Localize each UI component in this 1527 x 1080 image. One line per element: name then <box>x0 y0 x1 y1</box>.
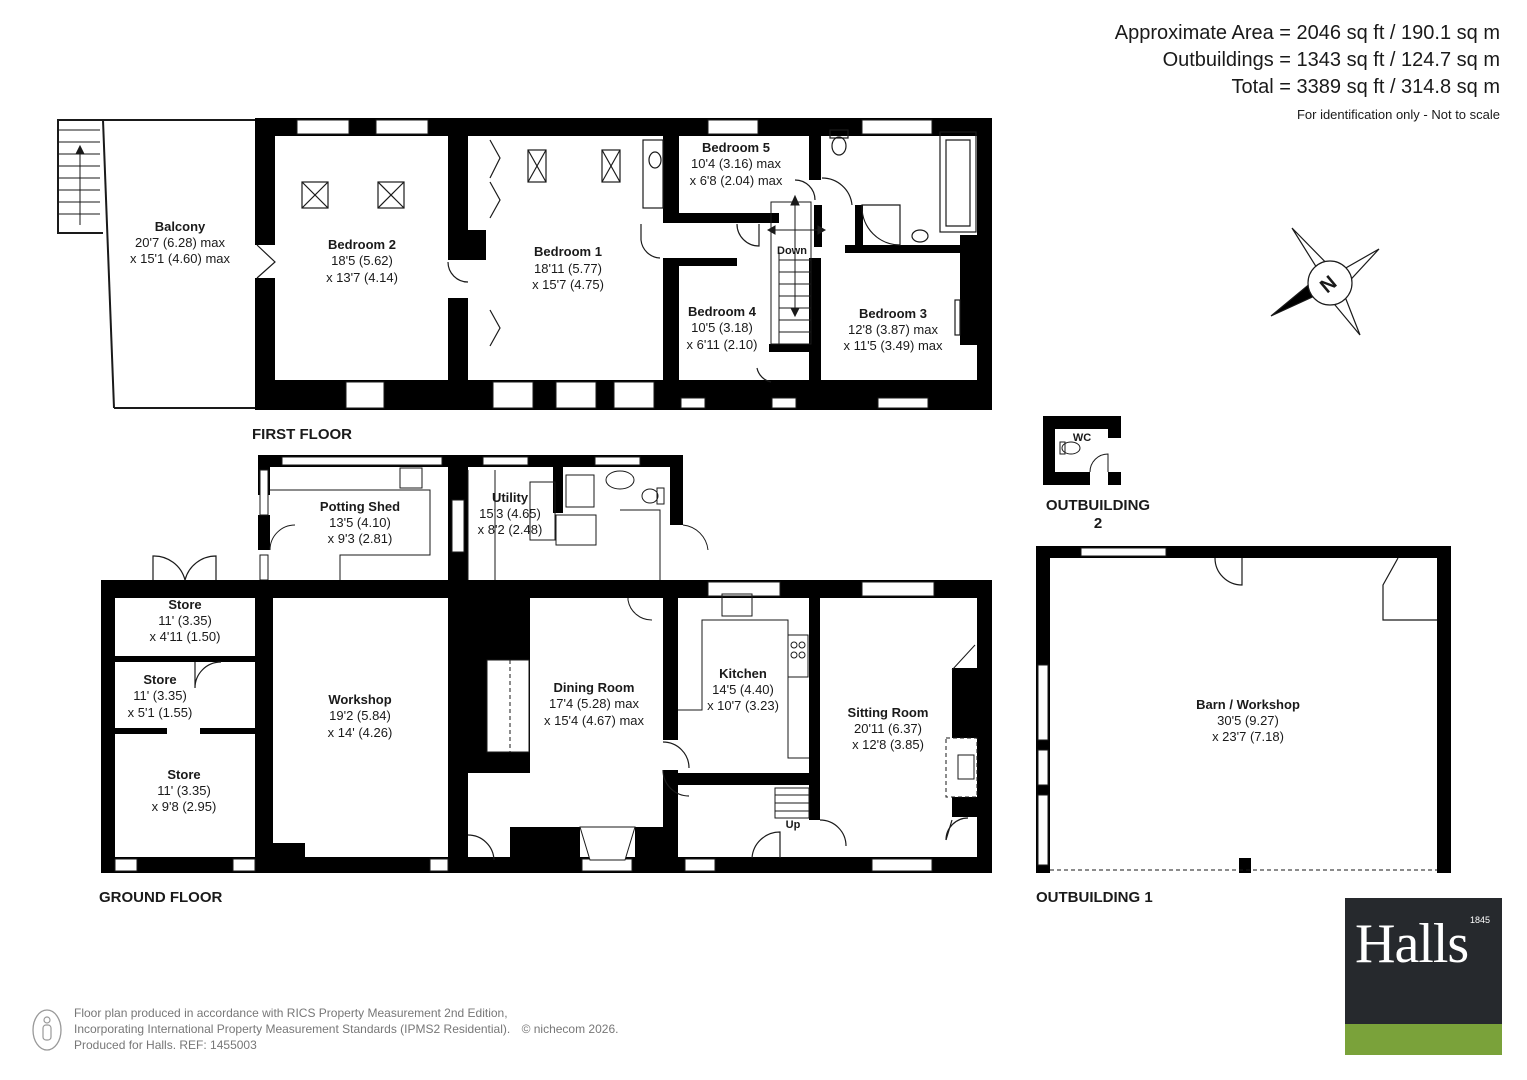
identification-note: For identification only - Not to scale <box>1296 107 1500 122</box>
room-name-store-2: Store <box>143 672 176 687</box>
internal-stairs <box>766 194 827 345</box>
room-dim-bedroom-3-1: 12'8 (3.87) max <box>848 322 938 337</box>
room-dim-store-3-2: x 9'8 (2.95) <box>152 799 217 814</box>
stairs-up-label: Up <box>786 819 801 831</box>
room-dim-store-3-1: 11' (3.35) <box>157 783 211 798</box>
room-dim-kitchen-1: 14'5 (4.40) <box>712 682 774 697</box>
room-dim-kitchen-2: x 10'7 (3.23) <box>707 698 779 713</box>
room-name-balcony: Balcony <box>155 219 206 234</box>
room-name-kitchen: Kitchen <box>719 666 767 681</box>
balcony-area <box>57 119 255 409</box>
ground-floor-plan <box>101 455 992 873</box>
floor-label-outbuilding-2-number: 2 <box>1094 515 1102 532</box>
room-name-bedroom-4: Bedroom 4 <box>688 304 757 319</box>
room-dim-bedroom-3-2: x 11'5 (3.49) max <box>843 338 943 353</box>
stairs-down-label: Down <box>777 245 807 257</box>
room-dim-barn-2: x 23'7 (7.18) <box>1212 729 1284 744</box>
room-dim-dining-1: 17'4 (5.28) max <box>549 696 639 711</box>
room-dim-potting-1: 13'5 (4.10) <box>329 515 391 530</box>
person-icon <box>32 1009 62 1051</box>
room-name-sitting-room: Sitting Room <box>848 705 929 720</box>
room-name-wc: WC <box>1073 432 1091 444</box>
room-dim-balcony-1: 20'7 (6.28) max <box>135 235 225 250</box>
balcony-stairs <box>58 129 100 225</box>
annex-fittings <box>269 467 709 621</box>
outbuildings-area: Outbuildings = 1343 sq ft / 124.7 sq m <box>1162 49 1500 71</box>
room-dim-bedroom-5-2: x 6'8 (2.04) max <box>690 173 783 188</box>
floor-label-outbuilding-1: OUTBUILDING 1 <box>1036 889 1153 906</box>
footer-line-2: Incorporating International Property Mea… <box>74 1021 618 1037</box>
room-dim-sitting-1: 20'11 (6.37) <box>854 721 922 736</box>
room-name-potting-shed: Potting Shed <box>320 499 400 514</box>
room-dim-bedroom-2-2: x 13'7 (4.14) <box>326 270 398 285</box>
room-dim-store-2-1: 11' (3.35) <box>133 688 187 703</box>
ground-floor-windows <box>114 581 935 872</box>
bathroom-fixtures <box>642 129 977 336</box>
room-dim-bedroom-4-2: x 6'11 (2.10) <box>687 337 758 352</box>
room-name-store-3: Store <box>167 767 200 782</box>
room-name-bedroom-2: Bedroom 2 <box>328 237 396 252</box>
footer-line-2-text: Incorporating International Property Mea… <box>74 1022 511 1036</box>
ground-floor-fittings <box>486 593 978 861</box>
room-dim-store-1-1: 11' (3.35) <box>158 613 212 628</box>
room-name-workshop: Workshop <box>328 692 391 707</box>
room-dim-dining-2: x 15'4 (4.67) max <box>544 713 645 728</box>
room-name-barn-workshop: Barn / Workshop <box>1196 697 1300 712</box>
skylights <box>301 149 621 209</box>
approximate-area: Approximate Area = 2046 sq ft / 190.1 sq… <box>1114 22 1500 44</box>
brand-name: Halls <box>1355 913 1469 975</box>
compass-icon <box>1270 227 1380 336</box>
first-floor-doors <box>256 139 853 383</box>
room-dim-bedroom-5-1: 10'4 (3.16) max <box>691 156 781 171</box>
ground-floor-doors <box>152 555 969 861</box>
annex-walls <box>258 455 683 583</box>
room-dim-potting-2: x 9'3 (2.81) <box>328 531 393 546</box>
room-name-dining-room: Dining Room <box>554 680 635 695</box>
first-floor-windows <box>296 119 933 409</box>
outbuilding-1-plan <box>1036 546 1451 873</box>
room-name-utility: Utility <box>492 490 529 505</box>
area-summary: Approximate Area = 2046 sq ft / 190.1 sq… <box>1115 20 1500 122</box>
room-dim-balcony-2: x 15'1 (4.60) max <box>130 251 231 266</box>
floor-label-ground: GROUND FLOOR <box>99 889 222 906</box>
brand-accent-bar <box>1345 1024 1502 1055</box>
total-area: Total = 3389 sq ft / 314.8 sq m <box>1231 76 1501 98</box>
room-dim-barn-1: 30'5 (9.27) <box>1217 713 1279 728</box>
room-name-bedroom-5: Bedroom 5 <box>702 140 770 155</box>
floor-label-first: FIRST FLOOR <box>252 426 352 443</box>
room-dim-workshop-2: x 14' (4.26) <box>328 725 393 740</box>
room-name-bedroom-3: Bedroom 3 <box>859 306 927 321</box>
room-name-store-1: Store <box>168 597 201 612</box>
room-dim-workshop-1: 19'2 (5.84) <box>329 708 391 723</box>
annex-windows <box>259 456 641 581</box>
outbuilding-2-plan <box>1043 416 1121 485</box>
footer-line-1: Floor plan produced in accordance with R… <box>74 1006 508 1020</box>
brand-year: 1845 <box>1469 915 1490 925</box>
footer-credits: Floor plan produced in accordance with R… <box>74 1005 618 1053</box>
room-dim-bedroom-2-1: 18'5 (5.62) <box>331 253 393 268</box>
room-dim-utility-2: x 8'2 (2.48) <box>478 522 543 537</box>
room-dim-bedroom-4-1: 10'5 (3.18) <box>691 320 753 335</box>
room-dim-store-2-2: x 5'1 (1.55) <box>128 705 193 720</box>
room-dim-bedroom-1-2: x 15'7 (4.75) <box>532 277 604 292</box>
room-dim-sitting-2: x 12'8 (3.85) <box>852 737 924 752</box>
halls-logo: Halls 1845 <box>1345 898 1502 1055</box>
footer-line-3: Produced for Halls. REF: 1455003 <box>74 1038 257 1052</box>
room-dim-store-1-2: x 4'11 (1.50) <box>150 629 221 644</box>
floor-label-outbuilding-2: OUTBUILDING <box>1046 497 1150 514</box>
first-floor-plan <box>57 118 992 410</box>
room-name-bedroom-1: Bedroom 1 <box>534 244 602 259</box>
room-dim-bedroom-1-1: 18'11 (5.77) <box>534 261 602 276</box>
footer-copyright: © nichecom 2026. <box>521 1022 619 1036</box>
room-dim-utility-1: 15'3 (4.65) <box>479 506 541 521</box>
